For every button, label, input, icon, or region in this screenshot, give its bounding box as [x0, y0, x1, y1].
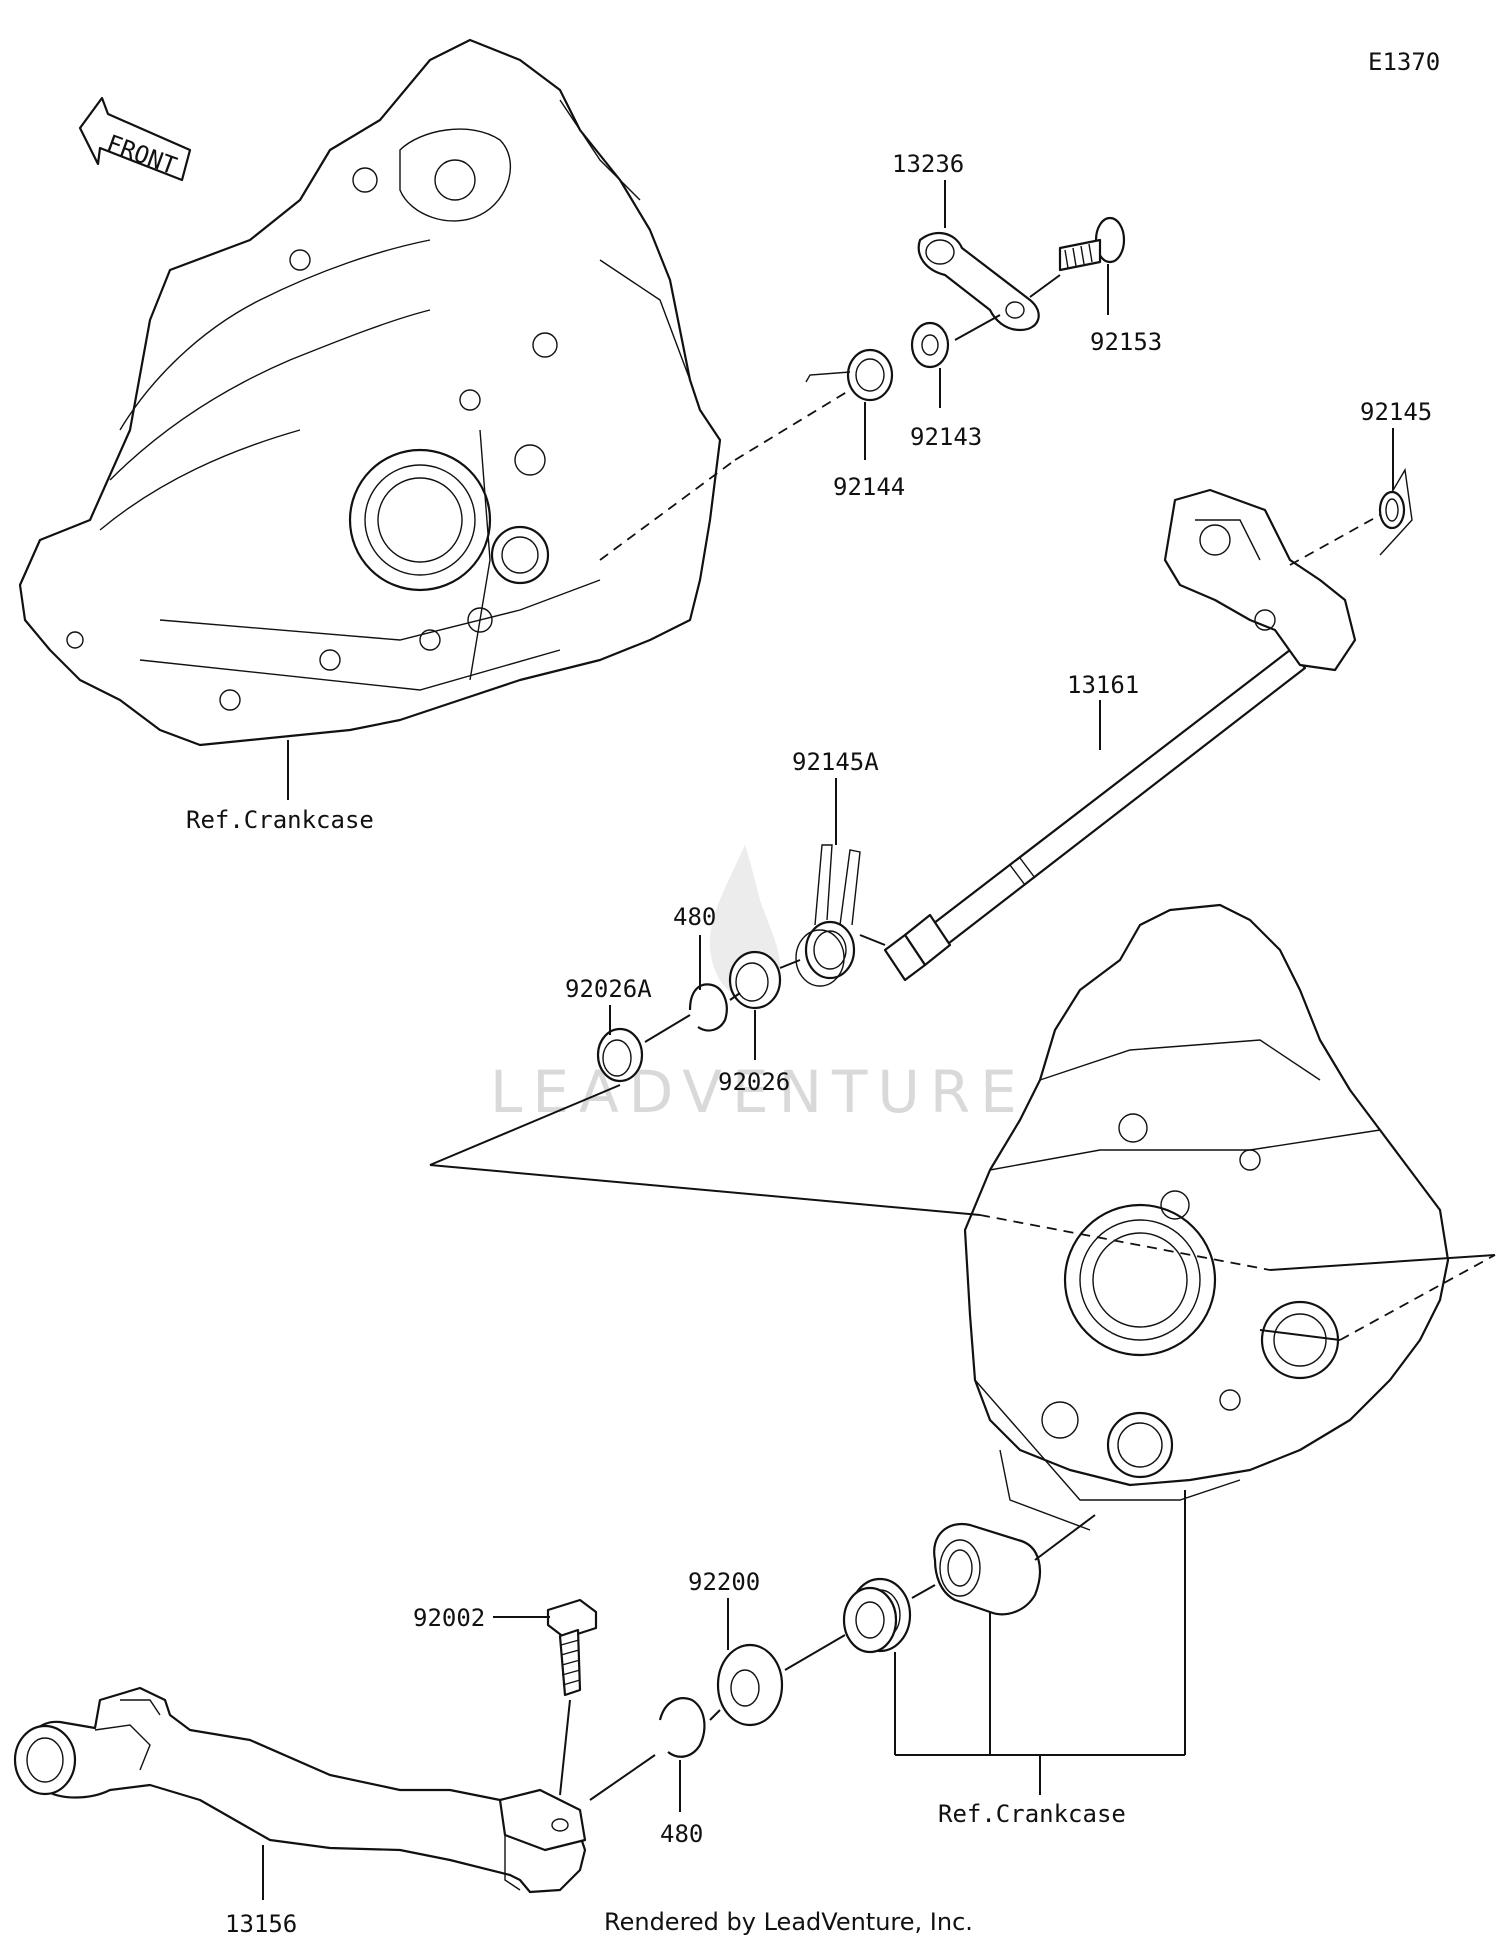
- label-92144[interactable]: 92144: [833, 473, 905, 501]
- label-92145[interactable]: 92145: [1360, 398, 1432, 426]
- reference-lines: [429, 1084, 1496, 1341]
- detent-parts: [599, 216, 1126, 561]
- diagram-code: E1370: [1368, 48, 1440, 76]
- label-92002[interactable]: 92002: [413, 1604, 485, 1632]
- label-13161[interactable]: 13161: [1067, 671, 1139, 699]
- label-13236[interactable]: 13236: [892, 150, 964, 178]
- label-480-lower[interactable]: 480: [660, 1820, 703, 1848]
- label-92143[interactable]: 92143: [910, 423, 982, 451]
- label-92026[interactable]: 92026: [718, 1068, 790, 1096]
- shaft-end-parts: [596, 844, 886, 1083]
- pedal-assembly: [13, 1514, 1096, 1894]
- shift-shaft-assembly: [883, 467, 1413, 982]
- label-92026A[interactable]: 92026A: [565, 975, 652, 1003]
- label-92153[interactable]: 92153: [1090, 328, 1162, 356]
- label-92145A[interactable]: 92145A: [792, 748, 879, 776]
- label-13156[interactable]: 13156: [225, 1910, 297, 1938]
- label-480-upper[interactable]: 480: [673, 903, 716, 931]
- label-ref-crankcase-upper[interactable]: Ref.Crankcase: [186, 806, 374, 834]
- watermark-text: LEADVENTURE: [490, 1058, 1027, 1126]
- part-labels: E1370 13236 92153 92143 92144 92145 1316…: [186, 48, 1440, 1938]
- label-92200[interactable]: 92200: [688, 1568, 760, 1596]
- lower-crankcase: [963, 903, 1450, 1531]
- upper-crankcase: [18, 38, 722, 747]
- front-arrow: FRONT: [78, 96, 192, 182]
- footer-credit: Rendered by LeadVenture, Inc.: [604, 1908, 973, 1936]
- leader-lines: [262, 180, 1394, 1900]
- label-ref-crankcase-lower[interactable]: Ref.Crankcase: [938, 1800, 1126, 1828]
